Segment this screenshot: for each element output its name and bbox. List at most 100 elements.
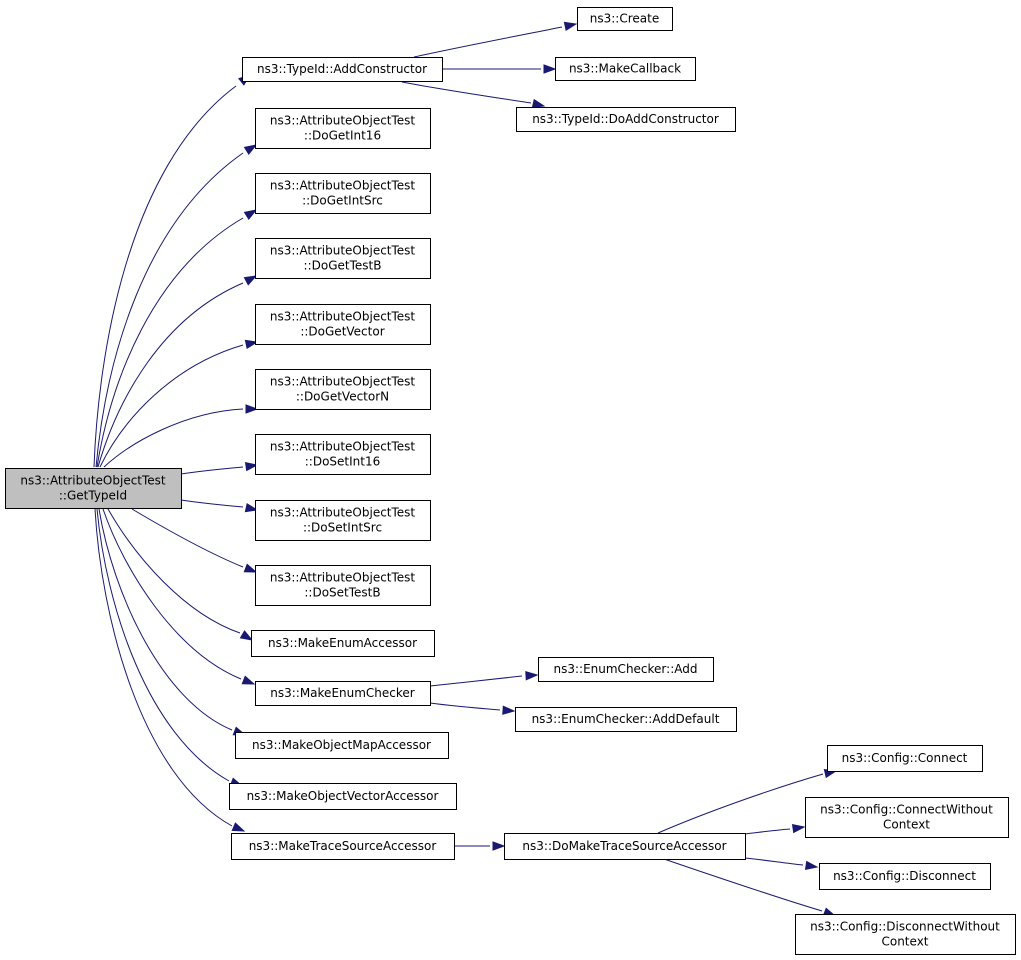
node-box (577, 7, 673, 31)
node-box (795, 914, 1016, 955)
edge-line (103, 408, 244, 468)
edge-line (663, 858, 823, 912)
edge-root-to-do_get_int_src (96, 209, 258, 468)
node-label: ns3::MakeEnumAccessor (268, 636, 417, 650)
arrowhead (563, 21, 578, 32)
node-label: ns3::AttributeObjectTest (270, 114, 416, 128)
node-label: ns3::MakeObjectMapAccessor (252, 738, 431, 752)
edge-root-to-make_trace_source_accessor (94, 508, 246, 832)
node-label: ns3::EnumChecker::AddDefault (532, 712, 720, 726)
node-label: ::DoGetIntSrc (302, 194, 383, 208)
node-label: ns3::AttributeObjectTest (270, 244, 416, 258)
node-label: ns3::Config::Connect (842, 751, 968, 765)
nodes-layer: ns3::AttributeObjectTest::GetTypeIdns3::… (5, 7, 1016, 955)
node-box (515, 707, 737, 732)
edge-line (744, 828, 791, 835)
node-make-object-map-accessor[interactable]: ns3::MakeObjectMapAccessor (235, 732, 449, 759)
node-do-set-test-b[interactable]: ns3::AttributeObjectTest::DoSetTestB (255, 565, 431, 606)
edge-line (99, 344, 244, 468)
edge-line (401, 81, 532, 104)
node-do-get-test-b[interactable]: ns3::AttributeObjectTest::DoGetTestB (255, 238, 431, 279)
edge-line (95, 152, 244, 468)
arrowhead (244, 461, 259, 472)
node-box (504, 833, 746, 860)
arrowhead (791, 823, 806, 834)
node-create[interactable]: ns3::Create (577, 7, 673, 31)
arrowhead (502, 705, 516, 715)
edge-line (107, 508, 241, 634)
edge-root-to-do_set_int16 (180, 461, 259, 475)
edge-root-to-do_get_test_b (97, 275, 258, 468)
node-label: ::DoGetVectorN (296, 390, 389, 404)
edge-root-to-make_object_vector_accessor (96, 508, 244, 787)
node-label: ns3::EnumChecker::Add (554, 662, 698, 676)
edge-do_make_trace_source_accessor-to-config_disconnect (744, 857, 819, 871)
edge-line (180, 466, 244, 475)
node-label: ::GetTypeId (59, 489, 127, 503)
node-do-get-int-src[interactable]: ns3::AttributeObjectTest::DoGetIntSrc (255, 173, 431, 214)
edge-line (429, 702, 501, 711)
node-box (255, 434, 431, 475)
edge-add_constructor-to-create (413, 21, 578, 58)
edge-line (657, 773, 824, 834)
node-make-enum-checker[interactable]: ns3::MakeEnumChecker (255, 681, 431, 706)
edge-line (98, 508, 233, 731)
node-add-constructor[interactable]: ns3::TypeId::AddConstructor (242, 57, 443, 82)
node-label: ns3::AttributeObjectTest (270, 310, 416, 324)
node-enum-checker-add-default[interactable]: ns3::EnumChecker::AddDefault (515, 707, 737, 732)
arrowhead (244, 502, 259, 513)
node-do-get-vector[interactable]: ns3::AttributeObjectTest::DoGetVector (255, 304, 431, 345)
arrowhead (231, 822, 246, 832)
edge-line (131, 508, 244, 568)
node-box (516, 107, 736, 132)
node-config-disconnect[interactable]: ns3::Config::Disconnect (819, 863, 991, 890)
node-label: ns3::Config::ConnectWithout (820, 803, 993, 817)
node-box (255, 238, 431, 279)
node-box (255, 369, 431, 410)
node-enum-checker-add[interactable]: ns3::EnumChecker::Add (538, 657, 714, 682)
node-label: ns3::AttributeObjectTest (20, 474, 166, 488)
arrowhead (241, 675, 256, 685)
node-label: ns3::MakeObjectVectorAccessor (247, 789, 439, 803)
node-do-get-vector-n[interactable]: ns3::AttributeObjectTest::DoGetVectorN (255, 369, 431, 410)
arrowhead (243, 144, 258, 156)
node-do-add-constructor[interactable]: ns3::TypeId::DoAddConstructor (516, 107, 736, 132)
node-do-get-int16[interactable]: ns3::AttributeObjectTest::DoGetInt16 (255, 108, 431, 149)
node-label: ns3::AttributeObjectTest (270, 440, 416, 454)
edge-line (429, 675, 523, 687)
node-box (231, 833, 455, 860)
node-label: ns3::Create (590, 12, 659, 26)
node-config-connect[interactable]: ns3::Config::Connect (827, 745, 983, 772)
node-make-callback[interactable]: ns3::MakeCallback (555, 57, 696, 81)
arrowhead (543, 64, 557, 74)
node-do-make-trace-source-accessor[interactable]: ns3::DoMakeTraceSourceAccessor (504, 833, 746, 860)
node-label: Context (881, 935, 928, 949)
node-label: ns3::MakeEnumChecker (270, 686, 415, 700)
edge-make_trace_source_accessor-to-do_make_trace_source_accessor (454, 841, 506, 851)
arrowhead (525, 671, 539, 681)
node-do-set-int16[interactable]: ns3::AttributeObjectTest::DoSetInt16 (255, 434, 431, 475)
node-make-trace-source-accessor[interactable]: ns3::MakeTraceSourceAccessor (231, 833, 455, 860)
node-box (255, 681, 431, 706)
edge-line (97, 282, 244, 468)
edge-line (93, 85, 237, 468)
node-make-enum-accessor[interactable]: ns3::MakeEnumAccessor (251, 630, 435, 657)
arrowhead (531, 98, 546, 109)
edge-line (96, 217, 244, 468)
node-label: Context (883, 818, 930, 832)
node-label: ns3::Config::DisconnectWithout (810, 920, 1000, 934)
node-label: ns3::AttributeObjectTest (270, 506, 416, 520)
node-make-object-vector-accessor[interactable]: ns3::MakeObjectVectorAccessor (229, 783, 457, 810)
node-do-set-int-src[interactable]: ns3::AttributeObjectTest::DoSetIntSrc (255, 500, 431, 541)
node-label: ::DoSetInt16 (305, 455, 381, 469)
arrowhead (243, 209, 258, 221)
edge-make_enum_checker-to-enum_checker_add_default (429, 702, 516, 715)
node-root[interactable]: ns3::AttributeObjectTest::GetTypeId (5, 468, 182, 509)
edge-root-to-do_set_test_b (131, 508, 258, 573)
node-box (538, 657, 714, 682)
node-label: ns3::Config::Disconnect (833, 869, 976, 883)
node-label: ::DoGetInt16 (304, 129, 381, 143)
